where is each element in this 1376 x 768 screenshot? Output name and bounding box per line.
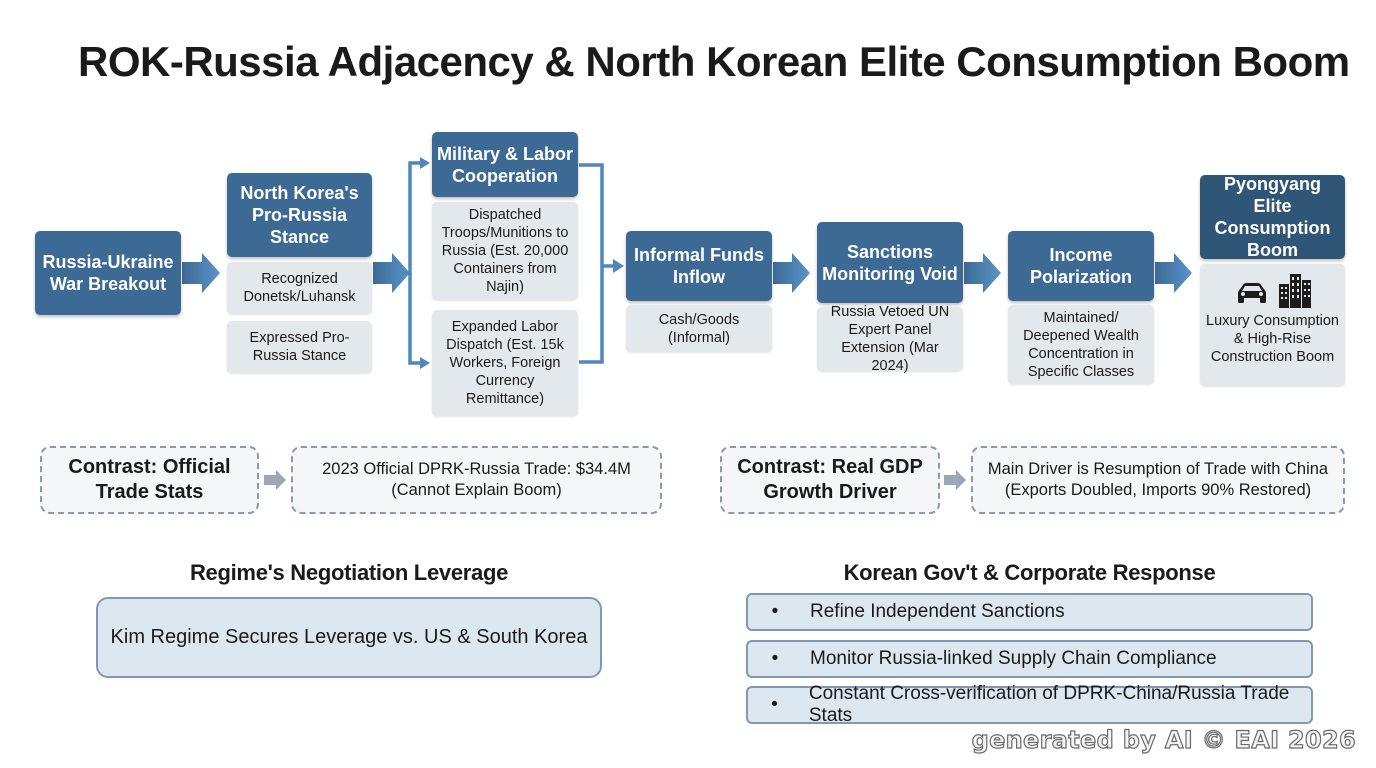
response-item-text: Monitor Russia-linked Supply Chain Compl… — [810, 648, 1217, 669]
response-heading: Korean Gov't & Corporate Response — [843, 560, 1216, 585]
response-item: • Constant Cross-verification of DPRK-Ch… — [746, 683, 1313, 726]
contrast-trade-detail: 2023 Official DPRK-Russia Trade: $34.4M … — [291, 446, 662, 514]
response-item-text: Refine Independent Sanctions — [810, 601, 1065, 622]
elite-header: Pyongyang Elite Consumption Boom — [1200, 174, 1345, 260]
funds-header: Informal Funds Inflow — [626, 231, 772, 301]
military-item-troops: Dispatched Troops/Munitions to Russia (E… — [432, 202, 578, 300]
funds-item: Cash/Goods (Informal) — [626, 305, 772, 352]
war-breakout-box: Russia-Ukraine War Breakout — [35, 231, 181, 315]
arrow-contrast-trade — [264, 470, 286, 490]
contrast-gdp-detail: Main Driver is Resumption of Trade with … — [971, 446, 1345, 514]
military-header: Military & Labor Cooperation — [432, 132, 578, 197]
sanctions-item: Russia Vetoed UN Expert Panel Extension … — [817, 304, 963, 374]
arrow-war-stance — [182, 253, 220, 293]
military-item-labor: Expanded Labor Dispatch (Est. 15k Worker… — [432, 310, 578, 416]
watermark: generated by AI © EAI 2026 — [971, 725, 1356, 754]
buildings-icon — [1278, 274, 1311, 308]
income-header: Income Polarization — [1008, 231, 1154, 301]
leverage-heading: Regime's Negotiation Leverage — [189, 560, 509, 585]
arrow-stance-military — [373, 253, 410, 293]
response-item-text: Constant Cross-verification of DPRK-Chin… — [808, 683, 1290, 726]
arrow-funds-sanctions — [773, 253, 810, 293]
car-icon — [1237, 283, 1266, 303]
elite-item-box: Luxury Consumption & High-Rise Construct… — [1200, 264, 1345, 386]
contrast-trade-label: Contrast: Official Trade Stats — [40, 446, 259, 514]
response-item: • Refine Independent Sanctions — [746, 593, 1313, 631]
elite-icons — [1234, 270, 1312, 308]
leverage-box: Kim Regime Secures Leverage vs. US & Sou… — [96, 597, 602, 678]
bracket-left — [402, 161, 422, 275]
elite-item: Luxury Consumption & High-Rise Construct… — [1206, 313, 1339, 365]
arrow-income-elite — [1155, 253, 1192, 293]
stance-item-expressed: Expressed Pro-Russia Stance — [227, 321, 372, 373]
stance-header: North Korea's Pro-Russia Stance — [227, 173, 372, 257]
stance-item-recognized: Recognized Donetsk/Luhansk — [227, 262, 372, 314]
bullet: • — [771, 648, 779, 669]
income-item: Maintained/ Deepened Wealth Concentratio… — [1008, 305, 1154, 384]
arrow-contrast-gdp — [944, 470, 966, 490]
page-title: ROK-Russia Adjacency & North Korean Elit… — [78, 38, 1350, 85]
response-item: • Monitor Russia-linked Supply Chain Com… — [746, 640, 1313, 678]
bullet: • — [771, 601, 779, 622]
arrow-sanctions-income — [964, 253, 1001, 293]
contrast-gdp-label: Contrast: Real GDP Growth Driver — [720, 446, 940, 514]
bullet: • — [771, 694, 778, 715]
bracket-right — [579, 163, 604, 364]
sanctions-header: Sanctions Monitoring Void — [817, 222, 963, 303]
